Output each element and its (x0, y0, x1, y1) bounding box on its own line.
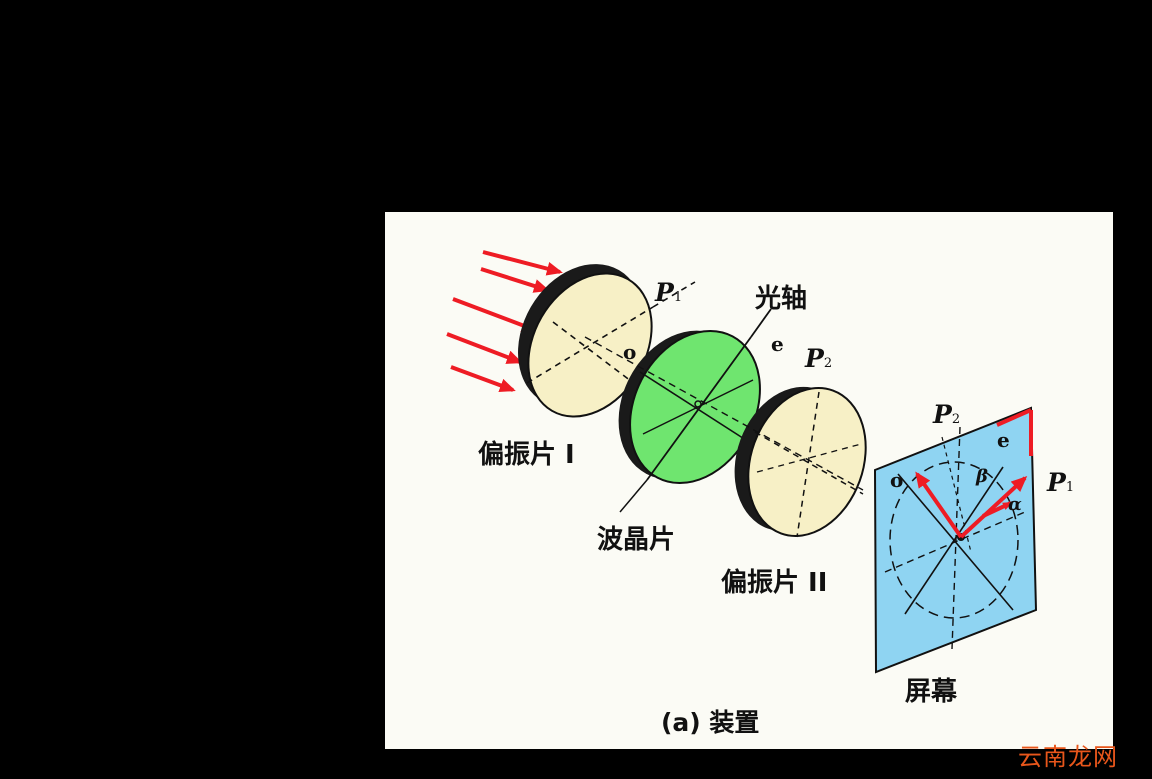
diagram-panel: 偏振片 I 波晶片 偏振片 II 光轴 屏幕 (a) 装置 P1 P2 P2 P… (385, 212, 1113, 749)
wave-plate (618, 308, 772, 513)
polarizer-2-label: 偏振片 II (721, 568, 828, 598)
polarizer-1-label: 偏振片 I (478, 440, 575, 470)
incident-arrow (480, 267, 550, 293)
p-letter: P (655, 278, 674, 307)
p2-label-screen: P2 (933, 402, 960, 427)
p-letter: P (933, 400, 952, 429)
p1-subscript: 1 (1065, 480, 1075, 495)
incident-arrow (452, 297, 538, 332)
incident-arrow (450, 365, 516, 393)
e-component-arrow (959, 475, 1028, 539)
figure-caption: (a) 装置 (661, 708, 760, 737)
screen-label: 屏幕 (905, 677, 958, 707)
screen (873, 406, 1038, 674)
p-letter: P (805, 344, 824, 373)
alpha-angle-label: α (1008, 494, 1022, 515)
p1-label-top: P1 (655, 280, 682, 305)
o-ray-label-polarizer: o (623, 340, 637, 364)
optical-setup-diagram (446, 250, 1038, 674)
incident-arrow (446, 332, 523, 364)
p2-subscript: 2 (823, 356, 833, 371)
e-ray-label-screen: e (997, 428, 1010, 452)
waveplate-label: 波晶片 (597, 525, 676, 555)
p-letter: P (1047, 468, 1066, 497)
screen-component-arrows (915, 408, 1033, 539)
optical-axis-line (584, 336, 864, 491)
p2-subscript: 2 (951, 412, 961, 427)
p1-subscript: 1 (673, 290, 683, 305)
projection-arrow (982, 501, 1013, 518)
e-ray-label-axis: e (771, 332, 784, 356)
watermark-logo: 云南龙网 (1018, 743, 1118, 771)
p2-label-top: P2 (805, 346, 832, 371)
incident-arrow (482, 250, 563, 276)
p2-direction-line (996, 408, 1032, 427)
incident-light-arrows (446, 250, 563, 393)
polarizer-1 (518, 264, 696, 423)
beta-angle-label: β (976, 466, 988, 487)
p1-label-screen: P1 (1047, 470, 1074, 495)
polarizer-2 (734, 386, 867, 538)
optic-axis-label: 光轴 (755, 284, 808, 314)
o-component-arrow (915, 471, 963, 539)
o-ray-label-screen: o (890, 468, 904, 492)
